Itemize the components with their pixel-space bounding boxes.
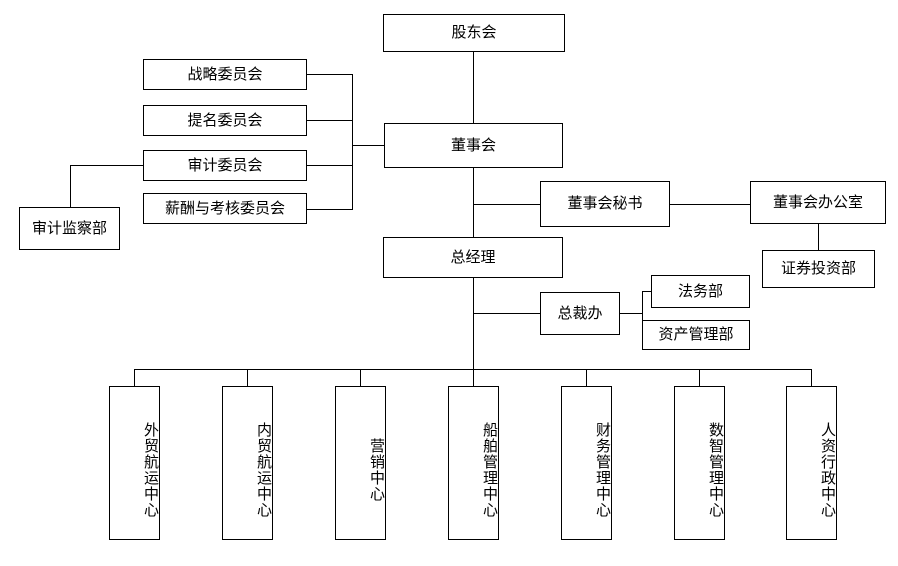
node-board-office[interactable]: 董事会办公室 bbox=[750, 181, 886, 224]
node-label: 总经理 bbox=[450, 247, 496, 266]
node-ship-management-center[interactable]: 船舶管理中心 bbox=[448, 386, 499, 540]
connector-drop-1 bbox=[134, 369, 135, 386]
connector-drop-4 bbox=[473, 369, 474, 386]
connector-drop-3 bbox=[360, 369, 361, 386]
connector-gm-to-president-office bbox=[473, 313, 540, 314]
node-shareholders-meeting[interactable]: 股东会 bbox=[383, 14, 565, 52]
node-hr-administration-center[interactable]: 人资行政中心 bbox=[786, 386, 837, 540]
node-domestic-trade-shipping-center[interactable]: 内贸航运中心 bbox=[222, 386, 273, 540]
connector-nomination-to-bus bbox=[307, 120, 353, 121]
connector-secretary-to-board-office bbox=[670, 204, 750, 205]
node-label: 船舶管理中心 bbox=[481, 422, 499, 518]
node-label: 战略委员会 bbox=[187, 64, 263, 83]
node-asset-management-dept[interactable]: 资产管理部 bbox=[642, 320, 750, 350]
connector-drop-2 bbox=[247, 369, 248, 386]
connector-president-office-right bbox=[620, 313, 642, 314]
node-label: 提名委员会 bbox=[187, 110, 263, 129]
node-foreign-trade-shipping-center[interactable]: 外贸航运中心 bbox=[109, 386, 160, 540]
connector-committee-bus-to-board bbox=[352, 145, 384, 146]
connector-board-down-to-secretary bbox=[473, 168, 474, 204]
node-label: 资产管理部 bbox=[658, 325, 734, 344]
node-label: 审计委员会 bbox=[187, 155, 263, 174]
node-label: 董事会秘书 bbox=[567, 194, 643, 213]
node-label: 人资行政中心 bbox=[819, 422, 837, 518]
connector-audit-committee-left bbox=[70, 165, 143, 166]
node-digital-intelligence-management-center[interactable]: 数智管理中心 bbox=[674, 386, 725, 540]
node-label: 内贸航运中心 bbox=[255, 422, 273, 518]
connector-strategy-to-bus bbox=[307, 74, 353, 75]
node-legal-dept[interactable]: 法务部 bbox=[651, 275, 750, 308]
connector-committee-bus bbox=[352, 74, 353, 209]
node-audit-supervision-dept[interactable]: 审计监察部 bbox=[19, 207, 120, 250]
node-securities-investment-dept[interactable]: 证券投资部 bbox=[762, 250, 875, 288]
connector-drop-5 bbox=[586, 369, 587, 386]
connector-shareholders-to-board bbox=[473, 52, 474, 123]
node-label: 董事会 bbox=[450, 135, 496, 154]
node-audit-committee[interactable]: 审计委员会 bbox=[143, 150, 307, 181]
connector-to-legal-dept bbox=[642, 291, 651, 292]
node-label: 总裁办 bbox=[557, 303, 603, 322]
node-label: 股东会 bbox=[451, 23, 497, 42]
connector-remuneration-to-bus bbox=[307, 209, 353, 210]
node-label: 数智管理中心 bbox=[707, 422, 725, 518]
node-label: 证券投资部 bbox=[780, 259, 856, 278]
node-strategy-committee[interactable]: 战略委员会 bbox=[143, 59, 307, 90]
node-label: 薪酬与考核委员会 bbox=[164, 198, 285, 217]
node-label: 董事会办公室 bbox=[772, 192, 863, 211]
connector-bottom-bus bbox=[134, 369, 811, 370]
connector-audit-committee-to-bus bbox=[307, 165, 353, 166]
node-remuneration-committee[interactable]: 薪酬与考核委员会 bbox=[143, 193, 307, 224]
connector-board-to-gm bbox=[473, 204, 474, 237]
node-label: 财务管理中心 bbox=[594, 422, 612, 518]
connector-president-office-branch-bus bbox=[642, 291, 643, 335]
connector-gm-down bbox=[473, 278, 474, 369]
node-label: 法务部 bbox=[677, 281, 723, 300]
node-general-manager[interactable]: 总经理 bbox=[383, 237, 563, 278]
node-finance-management-center[interactable]: 财务管理中心 bbox=[561, 386, 612, 540]
connector-board-to-secretary bbox=[473, 204, 540, 205]
connector-drop-6 bbox=[699, 369, 700, 386]
node-nomination-committee[interactable]: 提名委员会 bbox=[143, 105, 307, 136]
node-label: 外贸航运中心 bbox=[142, 422, 160, 518]
node-president-office[interactable]: 总裁办 bbox=[540, 292, 620, 335]
node-label: 审计监察部 bbox=[31, 218, 107, 237]
connector-board-office-to-securities bbox=[818, 224, 819, 250]
node-marketing-center[interactable]: 营销中心 bbox=[335, 386, 386, 540]
node-label: 营销中心 bbox=[368, 438, 386, 502]
node-board-of-directors[interactable]: 董事会 bbox=[384, 123, 563, 168]
node-board-secretary[interactable]: 董事会秘书 bbox=[540, 181, 670, 227]
connector-audit-to-supervision bbox=[70, 165, 71, 207]
connector-drop-7 bbox=[811, 369, 812, 386]
